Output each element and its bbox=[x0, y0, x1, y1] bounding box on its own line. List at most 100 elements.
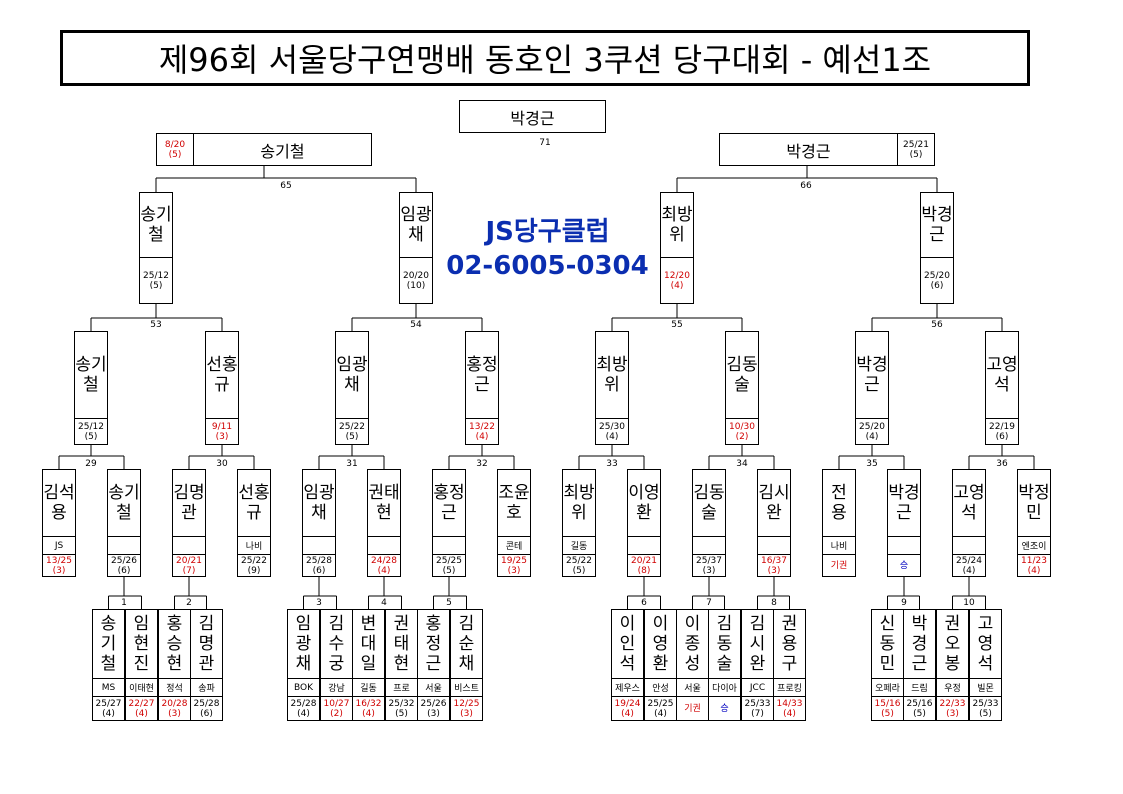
score-value: 20/21 bbox=[631, 555, 657, 566]
match-number: 29 bbox=[85, 459, 97, 469]
score-value: 22/33 bbox=[939, 698, 966, 709]
r32-11-player-name: 김시완 bbox=[757, 469, 791, 537]
r32-4-club-label bbox=[302, 536, 336, 555]
r64-14-player-name: 김시완 bbox=[741, 609, 774, 679]
score-value: 25/16 bbox=[906, 698, 933, 709]
innings-value: (6) bbox=[312, 565, 326, 576]
innings-value: (4) bbox=[135, 708, 148, 719]
r64-9-player-name: 김순채 bbox=[450, 609, 483, 679]
score-value: 25/28 bbox=[290, 698, 317, 709]
innings-value: (3) bbox=[168, 708, 181, 719]
score-value: 25/25 bbox=[436, 555, 462, 566]
r64-16-club-label: 오페라 bbox=[871, 678, 904, 697]
match-number: 35 bbox=[866, 459, 878, 469]
score-value: 13/22 bbox=[469, 421, 495, 432]
innings-value: (5) bbox=[168, 149, 182, 160]
score-value: 10/27 bbox=[323, 698, 350, 709]
score-value: 9/11 bbox=[211, 421, 233, 432]
r32-3-score-cell: 25/22(9) bbox=[237, 554, 271, 577]
innings-value: (4) bbox=[362, 708, 375, 719]
finalist-score: 8/20(5) bbox=[156, 133, 194, 166]
r32-7-score-cell: 19/25(3) bbox=[497, 554, 531, 577]
r64-17-club-label: 드림 bbox=[903, 678, 936, 697]
innings-value: (6) bbox=[995, 431, 1009, 442]
innings-value: (3) bbox=[767, 565, 781, 576]
innings-value: (4) bbox=[102, 708, 115, 719]
innings-value: (7) bbox=[751, 708, 764, 719]
score-value: 25/22 bbox=[566, 555, 592, 566]
r16-1-score-cell: 9/11(3) bbox=[205, 418, 239, 445]
r32-0-club-label: JS bbox=[42, 536, 76, 555]
innings-value: (5) bbox=[84, 431, 98, 442]
r32-12-club-label: 나비 bbox=[822, 536, 856, 555]
score-value: 25/22 bbox=[241, 555, 267, 566]
score-value: 16/32 bbox=[355, 698, 382, 709]
r64-19-club-label: 빌몬 bbox=[969, 678, 1002, 697]
innings-value: (6) bbox=[117, 565, 131, 576]
innings-value: (10) bbox=[406, 280, 426, 291]
match-number: 30 bbox=[216, 459, 228, 469]
r8-0-score-cell: 25/12(5) bbox=[139, 257, 173, 304]
innings-value: (3) bbox=[215, 431, 229, 442]
r8-2-score-cell: 12/20(4) bbox=[660, 257, 694, 304]
r32-2-club-label bbox=[172, 536, 206, 555]
score-value: 기권 bbox=[830, 560, 848, 571]
r64-7-club-label: 프로 bbox=[385, 678, 418, 697]
r32-4-score-cell: 25/28(6) bbox=[302, 554, 336, 577]
r8-1-player-name: 임광채 bbox=[399, 192, 433, 258]
match-number: 31 bbox=[346, 459, 358, 469]
r64-19-score-cell: 25/33(5) bbox=[969, 696, 1002, 721]
r64-15-player-name: 권용구 bbox=[773, 609, 806, 679]
score-value: 25/33 bbox=[972, 698, 999, 709]
innings-value: (4) bbox=[783, 708, 796, 719]
innings-value: (5) bbox=[572, 565, 586, 576]
r32-5-score-cell: 24/28(4) bbox=[367, 554, 401, 577]
r8-3-player-name: 박경근 bbox=[920, 192, 954, 258]
r32-5-player-name: 권태현 bbox=[367, 469, 401, 537]
match-number: 53 bbox=[150, 320, 162, 330]
r64-3-player-name: 김명관 bbox=[190, 609, 223, 679]
r64-7-score-cell: 25/32(5) bbox=[385, 696, 418, 721]
score-value: 25/28 bbox=[193, 698, 220, 709]
innings-value: (4) bbox=[670, 280, 684, 291]
score-value: 13/25 bbox=[46, 555, 72, 566]
r32-1-player-name: 송기철 bbox=[107, 469, 141, 537]
match-number: 36 bbox=[996, 459, 1008, 469]
innings-value: (3) bbox=[52, 565, 66, 576]
r64-6-score-cell: 16/32(4) bbox=[352, 696, 385, 721]
r32-8-score-cell: 25/22(5) bbox=[562, 554, 596, 577]
match-number: 4 bbox=[381, 598, 387, 608]
champion-name: 박경근 bbox=[459, 100, 606, 133]
r32-13-club-label bbox=[887, 536, 921, 555]
score-value: 20/20 bbox=[403, 270, 429, 281]
match-number: 10 bbox=[963, 598, 975, 608]
r16-4-score-cell: 25/30(4) bbox=[595, 418, 629, 445]
r64-14-club-label: JCC bbox=[741, 678, 774, 697]
finalist-name: 송기철 bbox=[193, 133, 372, 166]
innings-value: (4) bbox=[962, 565, 976, 576]
sponsor-ad: JS당구클럽 02-6005-0304 bbox=[440, 215, 655, 283]
score-value: 20/21 bbox=[176, 555, 202, 566]
match-number: 1 bbox=[121, 598, 127, 608]
score-value: 24/28 bbox=[371, 555, 397, 566]
r64-10-score-cell: 19/24(4) bbox=[611, 696, 644, 721]
score-value: 16/37 bbox=[761, 555, 787, 566]
match-number: 32 bbox=[476, 459, 488, 469]
r32-2-score-cell: 20/21(7) bbox=[172, 554, 206, 577]
r64-4-score-cell: 25/28(4) bbox=[287, 696, 320, 721]
match-number: 54 bbox=[410, 320, 422, 330]
r32-15-club-label: 엔조이 bbox=[1017, 536, 1051, 555]
innings-value: (3) bbox=[702, 565, 716, 576]
r64-8-club-label: 서울 bbox=[417, 678, 450, 697]
r64-2-player-name: 홍승현 bbox=[158, 609, 191, 679]
r32-6-player-name: 홍정근 bbox=[432, 469, 466, 537]
r32-14-player-name: 고영석 bbox=[952, 469, 986, 537]
r64-5-player-name: 김수궁 bbox=[320, 609, 353, 679]
score-value: 11/23 bbox=[1021, 555, 1047, 566]
r64-10-club-label: 제우스 bbox=[611, 678, 644, 697]
score-value: 25/25 bbox=[647, 698, 674, 709]
r16-5-player-name: 김동술 bbox=[725, 331, 759, 419]
r32-15-score-cell: 11/23(4) bbox=[1017, 554, 1051, 577]
sponsor-phone: 02-6005-0304 bbox=[446, 251, 649, 281]
r32-11-score-cell: 16/37(3) bbox=[757, 554, 791, 577]
